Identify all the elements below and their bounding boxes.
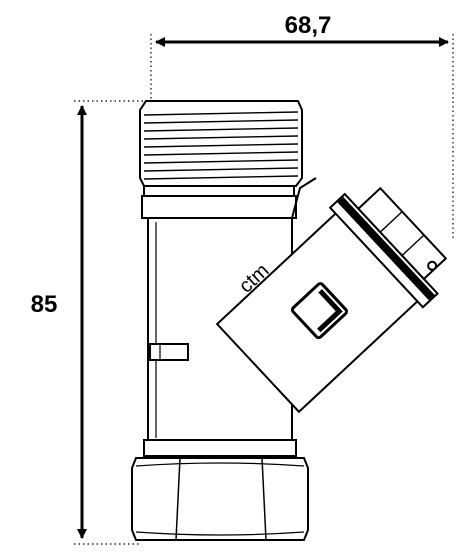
logo-mark-square xyxy=(290,282,348,340)
hex-chamfer-top xyxy=(135,462,305,467)
thread-lines xyxy=(143,111,299,180)
thread-line xyxy=(143,159,299,164)
thread-line xyxy=(143,127,299,132)
width-dimension: 68,7 xyxy=(150,12,454,240)
logo-mark-bracket xyxy=(317,289,343,333)
hex-nut xyxy=(131,457,309,541)
strainer-branch: ctm xyxy=(215,186,448,414)
height-dimension-label: 85 xyxy=(31,291,58,318)
thread-line xyxy=(143,151,299,156)
side-plug xyxy=(149,343,189,361)
thread-line xyxy=(143,167,299,172)
height-dimension: 85 xyxy=(31,100,150,545)
hex-chamfer-bottom xyxy=(135,531,305,536)
branch-shoulder xyxy=(291,177,317,219)
plug-screw xyxy=(427,260,438,271)
thread-line xyxy=(143,175,299,180)
strainer-cap-band xyxy=(337,196,435,301)
hex-face-line-right xyxy=(261,457,267,541)
plug-face-line-left xyxy=(379,211,403,233)
hex-face-line-left xyxy=(175,457,181,541)
thread-line xyxy=(143,143,299,148)
thread-line xyxy=(143,135,299,140)
thread-line xyxy=(143,119,299,124)
width-dimension-label: 68,7 xyxy=(285,12,332,39)
thread-line xyxy=(143,111,299,116)
plug-face-line-right xyxy=(401,234,425,257)
bottom-collar xyxy=(143,439,297,457)
thread-base xyxy=(143,185,295,197)
top-collar xyxy=(141,195,297,219)
